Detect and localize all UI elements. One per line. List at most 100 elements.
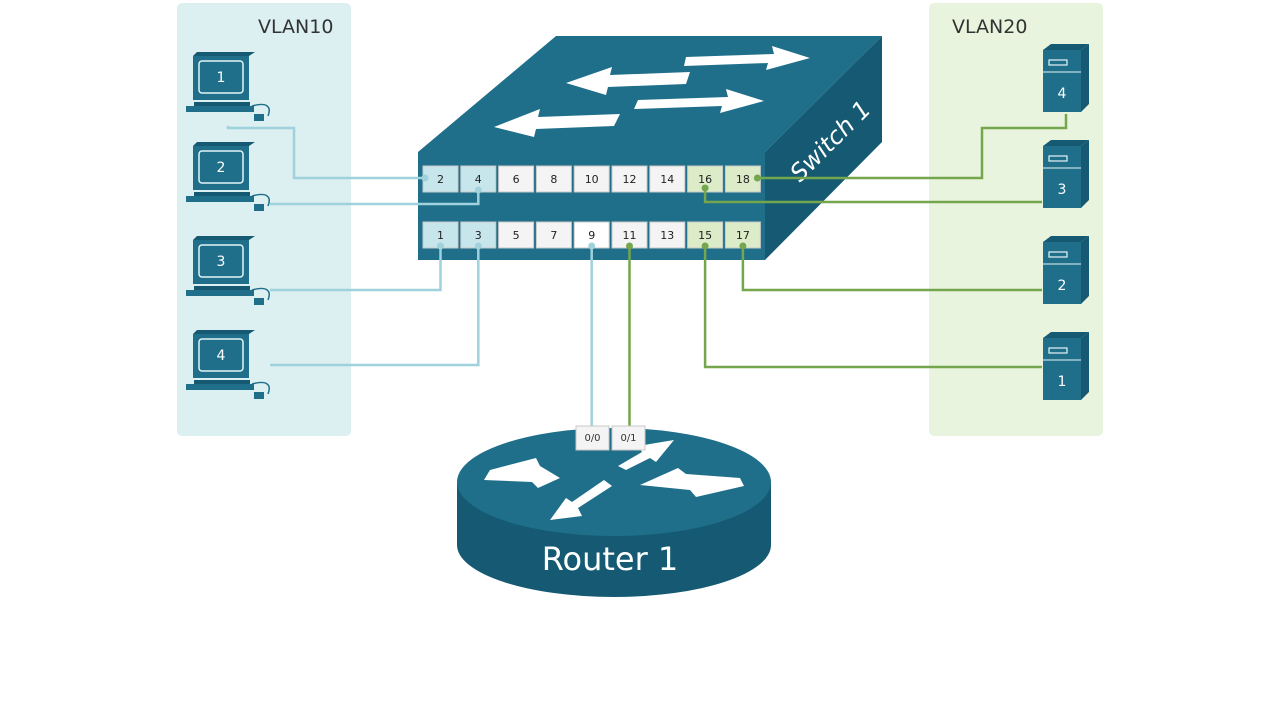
server-label: 2 [1058, 278, 1067, 294]
arrow-icon [634, 89, 764, 113]
link-pc4-port3 [270, 246, 480, 367]
switch-port-box [498, 165, 535, 193]
computer-4-icon: 4 [186, 330, 270, 399]
switch-port-label: 15 [698, 229, 712, 242]
switch-port-label: 1 [437, 229, 444, 242]
vlan20-title: VLAN20 [952, 16, 1027, 38]
switch-port-label: 9 [588, 229, 595, 242]
router-name: Router 1 [542, 540, 679, 578]
switch-port-box [498, 221, 535, 249]
switch-1: Switch 1 [418, 36, 882, 260]
link-srv1-port15 [703, 246, 1042, 369]
arrow-icon [484, 458, 560, 488]
links [226, 114, 1068, 428]
switch-port-7: 7 [535, 221, 572, 249]
switch-port-label: 5 [513, 229, 520, 242]
arrow-icon [550, 480, 612, 520]
switch-port-13: 13 [649, 221, 686, 249]
router-interface-0-1: 0/1 [611, 425, 646, 451]
switch-port-label: 10 [585, 173, 599, 186]
router-interface-0-0: 0/0 [575, 425, 610, 451]
link-router01-port11-endpoint [626, 242, 633, 250]
switch-port-box [422, 165, 459, 193]
server-label: 4 [1058, 86, 1067, 102]
switch-port-box [649, 165, 686, 193]
switch-port-label: 12 [623, 173, 637, 186]
switch-port-10: 10 [573, 165, 610, 193]
switch-port-18: 18 [724, 165, 761, 193]
switch-port-label: 17 [736, 229, 750, 242]
computer-label: 3 [217, 254, 226, 270]
link-pc1-port2 [226, 126, 425, 180]
switch-port-label: 14 [660, 173, 674, 186]
server-1-icon: 1 [1043, 332, 1089, 400]
switch-port-label: 6 [513, 173, 520, 186]
router-arrows [484, 440, 744, 520]
computer-label: 2 [217, 160, 226, 176]
switch-port-label: 18 [736, 173, 750, 186]
switch-port-box [611, 165, 648, 193]
switch-port-label: 8 [550, 173, 557, 186]
server-2-icon: 2 [1043, 236, 1089, 304]
switch-port-2: 2 [422, 165, 459, 193]
link-pc2-port4 [270, 190, 480, 206]
switch-port-8: 8 [535, 165, 572, 193]
router-interface-label: 0/1 [620, 433, 636, 444]
switch-port-14: 14 [649, 165, 686, 193]
switch-port-label: 11 [623, 229, 637, 242]
computer-1-icon: 1 [186, 52, 270, 121]
switch-port-label: 3 [475, 229, 482, 242]
computer-2-icon: 2 [186, 142, 270, 211]
computer-3-icon: 3 [186, 236, 270, 305]
link-pc4-port3-endpoint [474, 242, 482, 250]
server-label: 1 [1058, 374, 1067, 390]
link-pc2-port4-endpoint [474, 186, 482, 194]
vlan10-title: VLAN10 [258, 16, 333, 38]
switch-port-5: 5 [498, 221, 535, 249]
switch-port-6: 6 [498, 165, 535, 193]
link-pc1-port2-endpoint [421, 174, 429, 182]
router-top [457, 428, 771, 536]
arrow-icon [684, 46, 810, 70]
switch-port-12: 12 [611, 165, 648, 193]
router-interfaces: 0/0 0/1 [575, 425, 646, 451]
switch-arrows [494, 46, 810, 137]
link-srv4-port18-endpoint [753, 174, 761, 182]
router-interface-label: 0/0 [584, 433, 600, 444]
link-srv4-port18 [757, 114, 1068, 180]
switch-port-box [535, 221, 572, 249]
link-pc3-port1-endpoint [437, 242, 444, 250]
switch-port-label: 7 [550, 229, 557, 242]
link-pc3-port1 [270, 246, 442, 292]
switch-port-label: 4 [475, 173, 482, 186]
link-router00-port9 [590, 246, 593, 428]
switch-port-label: 16 [698, 173, 712, 186]
computer-label: 1 [217, 70, 226, 86]
switch-port-box [535, 165, 572, 193]
switch-side-face [765, 36, 882, 260]
link-srv3-port16-endpoint [701, 184, 709, 192]
arrow-icon [566, 67, 690, 95]
link-srv2-port17-endpoint [739, 242, 747, 250]
link-router00-port9-endpoint [588, 242, 596, 250]
arrow-icon [640, 468, 744, 497]
link-srv1-port15-endpoint [701, 242, 709, 250]
link-srv3-port16 [703, 188, 1042, 204]
server-label: 3 [1058, 182, 1067, 198]
switch-port-box [573, 165, 610, 193]
server-3-icon: 3 [1043, 140, 1089, 208]
switch-port-box [724, 165, 761, 193]
server-4-icon: 4 [1043, 44, 1089, 112]
arrow-icon [618, 440, 674, 470]
link-srv2-port17 [741, 246, 1042, 292]
router-1: Router 1 [457, 428, 771, 597]
arrow-icon [494, 109, 620, 137]
link-router01-port11 [628, 246, 631, 428]
switch-port-box [649, 221, 686, 249]
computer-label: 4 [217, 348, 226, 364]
switch-port-label: 13 [660, 229, 674, 242]
switch-port-label: 2 [437, 173, 444, 186]
switch-port-16: 16 [687, 165, 724, 193]
